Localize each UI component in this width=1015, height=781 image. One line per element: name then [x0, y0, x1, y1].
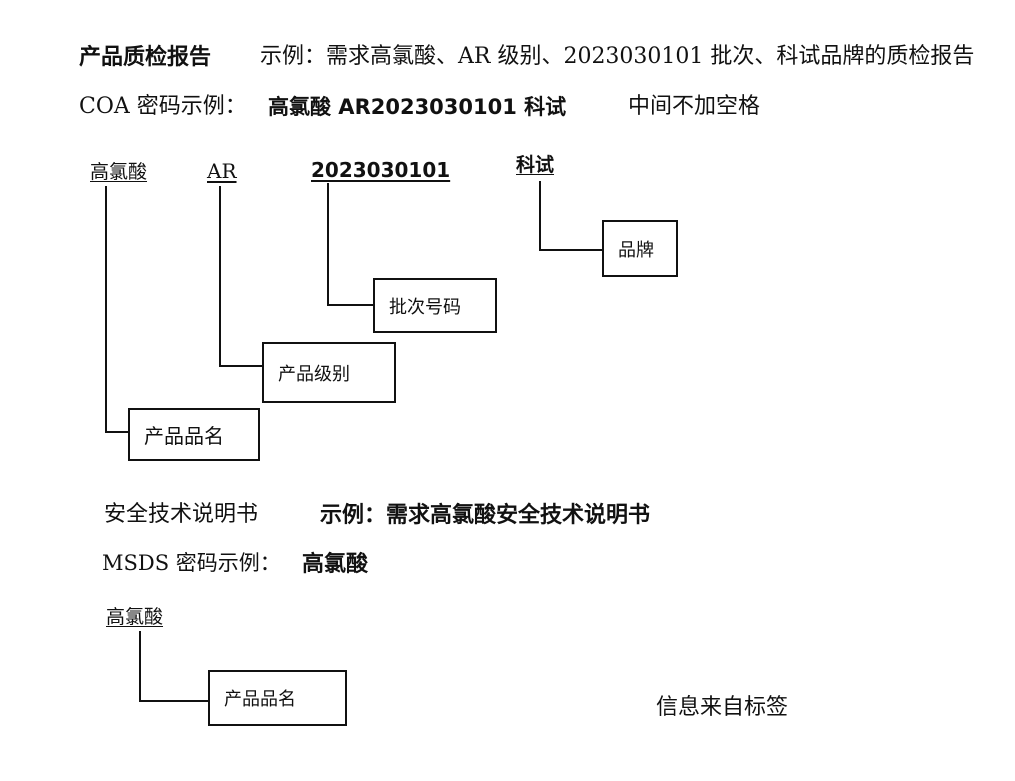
part-grade-label: AR: [207, 159, 237, 183]
coa-password-label: COA 密码示例：: [79, 94, 247, 119]
connector-batch: [327, 183, 374, 306]
product-name-box: 产品品名: [128, 408, 260, 461]
connector-name: [105, 186, 130, 433]
batch-number-box: 批次号码: [373, 278, 497, 333]
connector-brand: [539, 181, 603, 251]
brand-box: 品牌: [602, 220, 678, 277]
msds-product-name-box: 产品品名: [208, 670, 347, 726]
coa-password-example: 高氯酸 AR2023030101 科试: [268, 95, 567, 119]
part-batch-label: 2023030101: [311, 158, 451, 182]
part-brand-label: 科试: [516, 154, 555, 176]
footer-note: 信息来自标签: [656, 695, 789, 720]
product-grade-box: 产品级别: [262, 342, 396, 403]
msds-password-label: MSDS 密码示例：: [102, 551, 281, 575]
msds-title: 安全技术说明书: [104, 502, 259, 527]
coa-title: 产品质检报告: [79, 44, 212, 70]
coa-note: 中间不加空格: [628, 94, 761, 119]
connector-grade: [219, 186, 264, 367]
msds-password-example: 高氯酸: [302, 551, 369, 577]
coa-example: 示例：需求高氯酸、AR 级别、2023030101 批次、科试品牌的质检报告: [260, 44, 975, 69]
msds-part-name-label: 高氯酸: [106, 606, 164, 628]
connector-msds-name: [139, 631, 210, 702]
part-name-label: 高氯酸: [90, 161, 148, 183]
msds-example: 示例：需求高氯酸安全技术说明书: [320, 502, 651, 528]
